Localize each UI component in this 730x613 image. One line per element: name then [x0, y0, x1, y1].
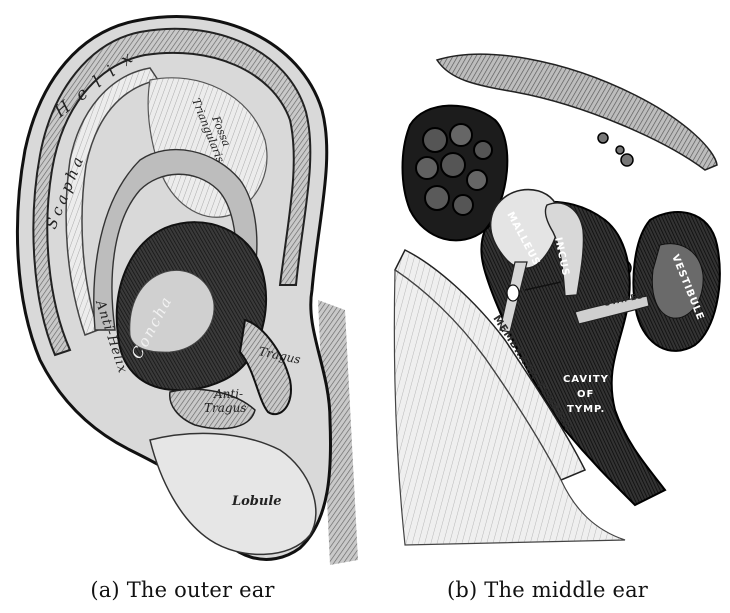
anti-tragus-label-line1: Anti- — [213, 387, 243, 401]
malleus-oval — [507, 285, 519, 301]
middle-ear-panel: MALLEUS INCUS STAPES VESTIBULE MEMBRANA … — [365, 0, 730, 613]
middle-ear-caption: (b) The middle ear — [365, 578, 730, 602]
outer-ear-illustration: Helix Scapha Fossa Triangularis Concha A… — [0, 0, 365, 575]
middle-ear-illustration: MALLEUS INCUS STAPES VESTIBULE MEMBRANA … — [365, 0, 730, 575]
cavity-label-line3: TYMP. — [567, 404, 605, 415]
lobule-label: Lobule — [231, 494, 282, 509]
anti-tragus-label-line2: Tragus — [204, 401, 246, 415]
outer-ear-panel: Helix Scapha Fossa Triangularis Concha A… — [0, 0, 365, 613]
outer-ear-caption: (a) The outer ear — [0, 578, 365, 602]
cavity-label-line2: OF — [577, 389, 594, 400]
cavity-label-line1: CAVITY — [563, 374, 609, 385]
